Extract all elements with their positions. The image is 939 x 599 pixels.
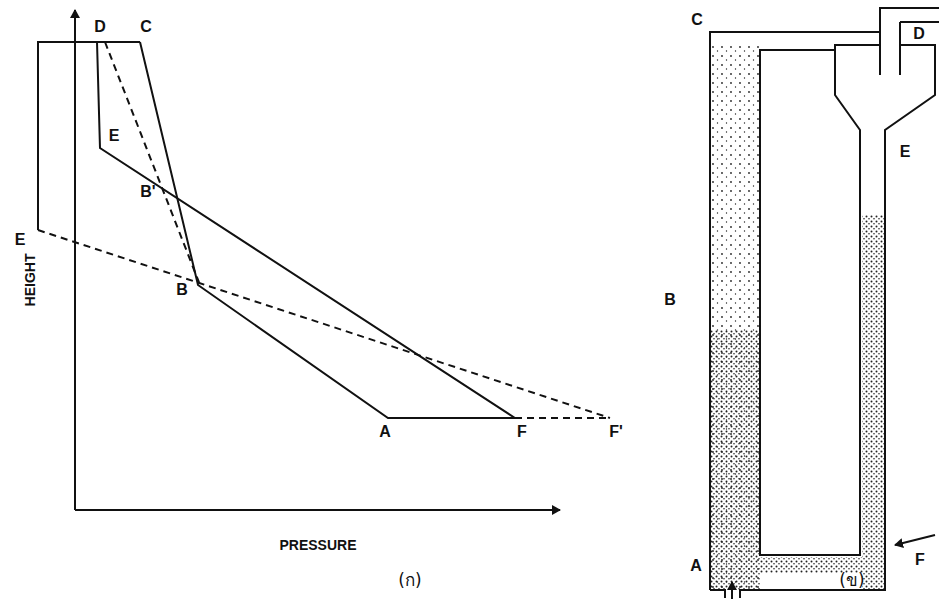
section-label: B	[664, 292, 676, 308]
curve-point: E	[109, 128, 120, 144]
axis-title: PRESSURE	[279, 538, 356, 552]
curve-point: A	[379, 424, 391, 440]
curve-point: D	[94, 19, 106, 35]
curve-point: C	[140, 19, 152, 35]
axis-title: HEIGHT	[23, 254, 37, 307]
section-label: E	[900, 144, 911, 160]
curve-point: B'	[140, 184, 155, 200]
section-label: C	[691, 12, 703, 28]
curve-point: F	[517, 424, 527, 440]
curve-point: F'	[609, 424, 623, 440]
section-label: F	[915, 552, 925, 568]
curve-point: E	[15, 232, 26, 248]
section-label: D	[913, 26, 925, 42]
pressure-graph	[38, 10, 610, 510]
figure-caption: (ข)	[839, 572, 864, 589]
curve-point: B	[176, 282, 188, 298]
figure-caption: (ก)	[398, 572, 421, 589]
section-label: A	[690, 558, 702, 574]
cfb-schematic	[710, 8, 939, 599]
